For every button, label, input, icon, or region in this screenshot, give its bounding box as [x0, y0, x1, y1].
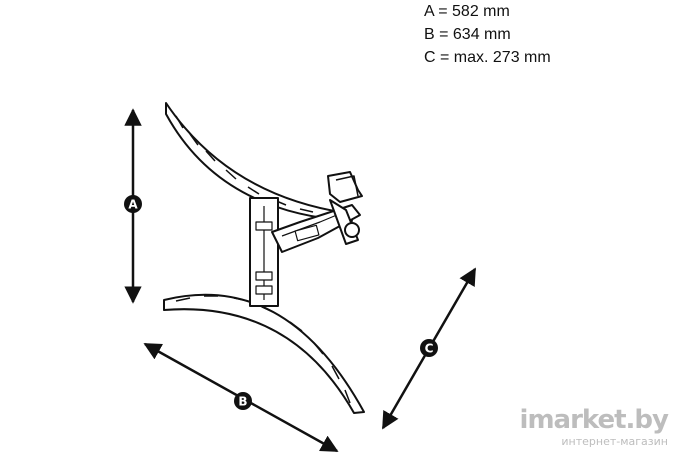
- spec-b: B = 634 mm: [424, 26, 511, 43]
- dimension-c-label: C: [425, 342, 434, 356]
- dimension-b: B: [143, 342, 339, 453]
- lower-rail: [163, 293, 365, 414]
- dimension-a-label: A: [128, 198, 138, 212]
- dimension-c-badge: [420, 339, 438, 357]
- dimension-a-badge: [124, 195, 142, 213]
- imarket-watermark: imarket.by интернет-магазин: [519, 405, 669, 448]
- dimension-b-label: B: [238, 395, 247, 409]
- spec-a: A = 582 mm: [424, 3, 510, 20]
- watermark-tagline: интернет-магазин: [561, 435, 668, 448]
- upper-rail-slots: [175, 115, 314, 213]
- spec-c: C = max. 273 mm: [424, 49, 551, 66]
- watermark-brand: imarket.by: [519, 405, 669, 435]
- dimension-b-badge: [234, 392, 252, 410]
- dimension-a: A: [124, 108, 142, 304]
- wall-mount-bracket: [163, 102, 365, 414]
- dimension-c: C: [381, 267, 477, 430]
- dimension-spec-list: A = 582 mm B = 634 mm C = max. 273 mm: [424, 0, 551, 69]
